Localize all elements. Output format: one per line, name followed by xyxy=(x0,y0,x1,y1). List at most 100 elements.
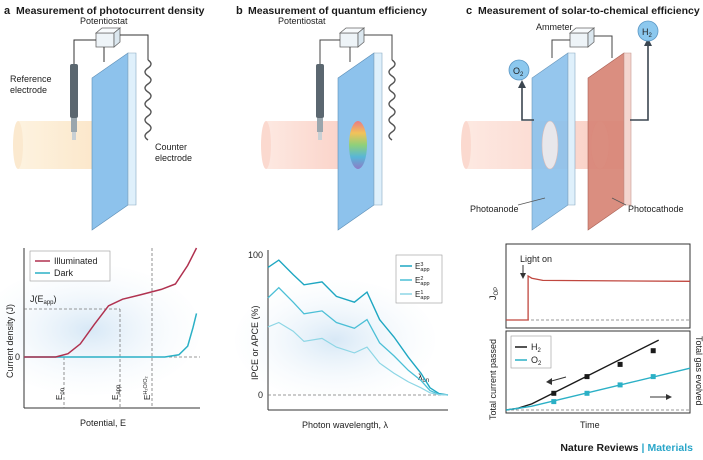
counter-electrode-coil-a xyxy=(144,59,152,141)
o2-bubble: O2 xyxy=(508,59,530,81)
chart-c-legend-box xyxy=(510,335,552,369)
chart-a-legend: Illuminated Dark xyxy=(29,250,111,282)
anode-wire xyxy=(551,39,570,58)
chart-a: Current density (J) Potential, E 0 J(Eap… xyxy=(0,247,200,428)
beam-spot-anode xyxy=(541,120,559,170)
chart-a-illuminated-line xyxy=(24,247,198,358)
panel-c-title: Measurement of solar-to-chemical efficie… xyxy=(478,5,700,17)
chart-b-glow xyxy=(235,280,435,400)
chart-a-legend-box xyxy=(29,250,111,282)
right-axis-arrowhead xyxy=(666,394,672,400)
h2-marker xyxy=(551,390,557,396)
chart-a-eon-label: Eon xyxy=(55,388,66,400)
panel-a: a Measurement of photocurrent density Po… xyxy=(0,5,205,428)
light-on-label: Light on xyxy=(520,254,552,264)
legend-illuminated-label: Illuminated xyxy=(54,256,98,266)
ammeter-label: Ammeter xyxy=(536,22,573,32)
chart-c-top-frame xyxy=(505,243,691,329)
photoanode-label: Photoanode xyxy=(470,204,519,214)
chart-c-bottom-xlabel: Time xyxy=(580,420,600,430)
left-axis-arrowhead xyxy=(546,378,552,385)
reference-wire-b xyxy=(319,39,340,64)
chart-a-eredox-label: EH₂O/O₂ xyxy=(143,376,152,400)
chart-c-markers xyxy=(551,348,656,405)
o2-arrowhead xyxy=(518,80,526,88)
chart-c-bottom-ylabel-right: Total gas evolved xyxy=(694,336,703,406)
chart-b-series-e3 xyxy=(267,259,449,396)
h2-bubble: H2 xyxy=(637,20,659,42)
o2-marker xyxy=(650,374,656,380)
footer-journal: Nature Reviews xyxy=(560,442,639,454)
chart-a-dark-line xyxy=(24,313,198,358)
footer-section: Materials xyxy=(647,442,693,454)
chart-c-o2-line xyxy=(505,367,691,411)
counter-wire-a xyxy=(120,34,149,60)
o2-marker xyxy=(617,382,623,388)
potentiostat-label-a: Potentiostat xyxy=(80,16,128,26)
panel-b-letter: b xyxy=(236,5,243,17)
reference-wire-a xyxy=(73,39,96,64)
photocathode-pointer xyxy=(611,197,627,206)
counter-electrode-label-line1: Counter xyxy=(155,142,187,152)
ammeter-box xyxy=(568,27,596,48)
chart-b-ylabel: IPCE or APCE (%) xyxy=(250,305,260,380)
photoanode-pointer xyxy=(517,197,546,206)
h2-marker xyxy=(617,361,623,367)
h2-arrowhead xyxy=(644,38,652,46)
legend-o2-label: O2 xyxy=(531,355,542,367)
chart-b-ytick-0: 0 xyxy=(258,390,263,400)
panel-c: c Measurement of solar-to-chemical effic… xyxy=(461,5,703,430)
chart-c-bottom-ylabel-left: Total current passed xyxy=(488,339,498,420)
chart-b-series-e2 xyxy=(267,286,449,396)
chart-a-eapp-label: Eapp xyxy=(111,384,122,400)
footer-separator: | xyxy=(641,442,645,454)
o2-marker xyxy=(584,390,590,396)
chart-c-top-jop-line xyxy=(506,274,691,321)
cathode-wire xyxy=(594,35,613,58)
chart-a-japp-label: J(Eapp) xyxy=(30,294,57,306)
counter-wire-b xyxy=(364,34,393,60)
photocathode-label: Photocathode xyxy=(628,204,684,214)
chart-b-series-e1 xyxy=(267,321,449,396)
chart-c-top-ylabel: JOP xyxy=(488,287,500,300)
chart-b-legend-box xyxy=(395,254,443,304)
panel-a-title: Measurement of photocurrent density xyxy=(16,5,205,17)
o2-marker xyxy=(551,399,557,405)
panel-b-title: Measurement of quantum efficiency xyxy=(248,5,427,17)
panel-a-letter: a xyxy=(4,5,11,17)
reference-electrode-label-line1: Reference xyxy=(10,74,52,84)
photocathode-plate xyxy=(587,52,632,231)
potentiostat-box-a xyxy=(94,27,122,48)
panel-c-letter: c xyxy=(466,5,472,17)
chart-c-top: JOP Light on xyxy=(488,243,691,329)
h2-arrow xyxy=(630,44,649,121)
chart-c-bottom: Total current passed Total gas evolved T… xyxy=(488,330,703,430)
chart-b-ytick-100: 100 xyxy=(248,250,263,260)
legend-dark-label: Dark xyxy=(54,268,74,278)
chart-a-xlabel: Potential, E xyxy=(80,418,126,428)
light-on-arrowhead xyxy=(520,273,526,279)
o2-label: O2 xyxy=(513,66,524,78)
reference-electrode-b xyxy=(316,64,324,140)
journal-footer: Nature Reviews|Materials xyxy=(560,442,693,454)
chart-b: 100 0 IPCE or APCE (%) Photon wavelength… xyxy=(235,250,449,430)
chart-a-zero-label: 0 xyxy=(15,352,20,362)
counter-electrode-label-line2: electrode xyxy=(155,153,192,163)
legend-h2-label: H2 xyxy=(531,342,542,354)
spectrum-spot-b xyxy=(349,121,367,169)
chart-b-xlabel: Photon wavelength, λ xyxy=(302,420,389,430)
potentiostat-label-b: Potentiostat xyxy=(278,16,326,26)
chart-c-bottom-legend: H2 O2 xyxy=(510,335,552,369)
reference-electrode-a xyxy=(70,64,78,140)
panel-b: b Measurement of quantum efficiency Pote… xyxy=(235,5,449,430)
potentiostat-box-b xyxy=(338,27,366,48)
reference-electrode-label-line2: electrode xyxy=(10,85,47,95)
chart-a-glow xyxy=(0,265,200,395)
photoelectrode-plate-a xyxy=(91,52,137,231)
o2-arrow xyxy=(521,86,534,121)
